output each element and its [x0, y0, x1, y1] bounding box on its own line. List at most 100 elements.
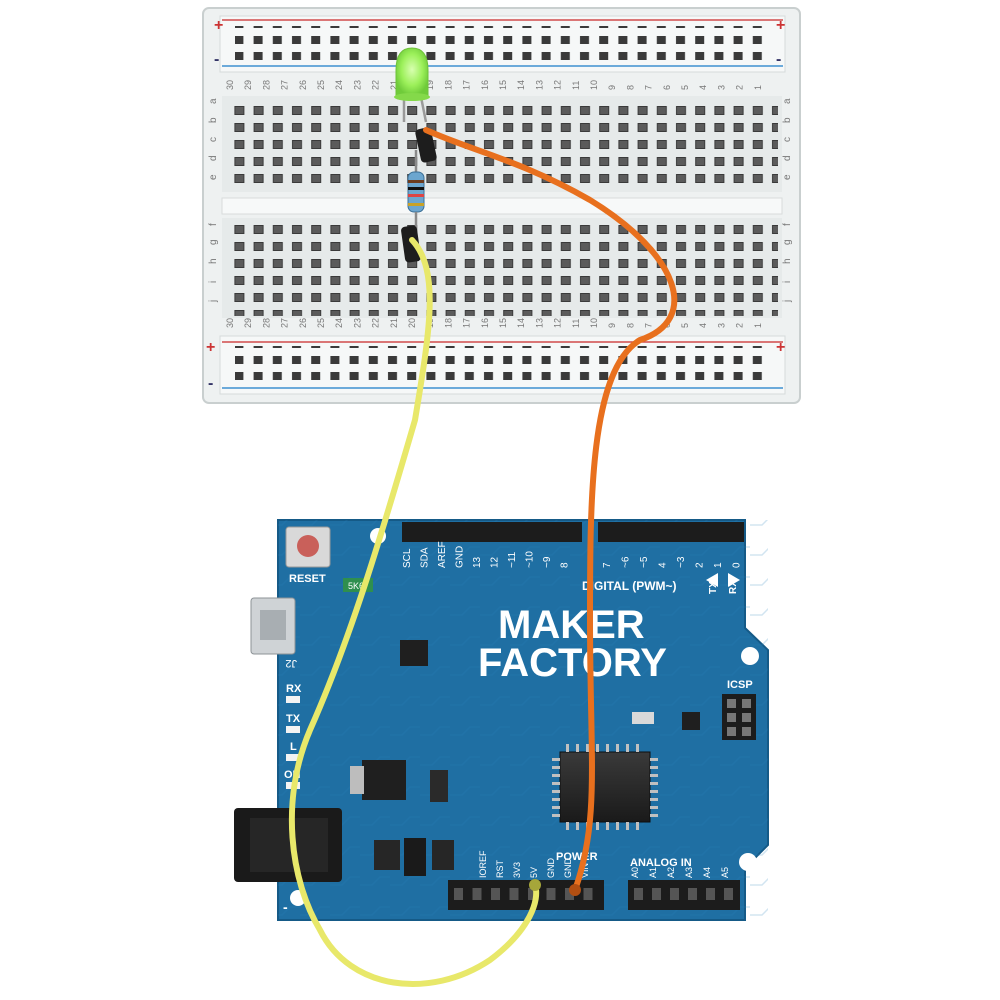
row-number-top: 4: [698, 85, 708, 90]
l-label: L: [290, 741, 297, 753]
row-number-top: 25: [316, 80, 326, 90]
row-number-top: 22: [371, 80, 381, 90]
row-number-top: 19: [425, 80, 435, 90]
power-pin-label: 3V3: [512, 862, 522, 878]
chip-pin: [576, 822, 579, 830]
row-number-top: 29: [243, 80, 253, 90]
digital-pin-label: 13: [472, 556, 483, 568]
digital-pin-label: ~6: [621, 556, 632, 568]
header-hole: [583, 888, 593, 900]
chip-pin: [636, 744, 639, 752]
power-pin-label: GND: [563, 858, 573, 879]
tx-label: TX: [286, 713, 301, 725]
l-led: [286, 754, 300, 761]
capacitor: [374, 840, 400, 870]
row-letter-top-right: d: [782, 155, 793, 161]
row-letter-top-left: d: [208, 155, 219, 161]
reset-button[interactable]: [285, 526, 331, 568]
row-number-bottom: 22: [371, 318, 381, 328]
top-power-rail: + + - -: [214, 15, 786, 73]
digital-pin-label: 1: [713, 562, 724, 568]
chip-pin: [650, 774, 658, 777]
header-hole: [565, 888, 574, 900]
rail-plus-label-bottom: +: [206, 339, 215, 356]
row-letter-bottom-left: i: [208, 281, 219, 283]
row-number-bottom: 20: [407, 318, 417, 328]
row-number-top: 13: [534, 80, 544, 90]
capacitor: [404, 838, 426, 876]
power-pin-label: RST: [495, 859, 505, 878]
chip-pin: [566, 822, 569, 830]
analog-pin-label: A3: [684, 867, 694, 878]
power-jack: [234, 808, 342, 882]
chip-pin: [576, 744, 579, 752]
row-number-top: 10: [589, 80, 599, 90]
row-letter-bottom-left: j: [208, 300, 219, 303]
analog-pin-label: A1: [648, 867, 658, 878]
row-letter-bottom-right: h: [782, 258, 793, 264]
chip-pin: [552, 798, 560, 801]
led: [394, 47, 430, 123]
row-number-top: 5: [680, 85, 690, 90]
row-letter-top-right: b: [782, 117, 793, 123]
analog-pin-label: A4: [702, 867, 712, 878]
row-number-bottom: 5: [680, 323, 690, 328]
chip-pin: [552, 758, 560, 761]
orange-wire-end: [569, 884, 581, 896]
header-hole: [706, 888, 715, 900]
row-number-bottom: 26: [298, 318, 308, 328]
row-number-top: 1: [753, 85, 763, 90]
analog-pin-label: A0: [630, 867, 640, 878]
rx-label: RX: [286, 683, 302, 695]
row-number-bottom: 14: [516, 318, 526, 328]
tx-arrow-label: TX: [708, 581, 719, 594]
row-number-bottom: 15: [498, 318, 508, 328]
row-number-bottom: 18: [443, 318, 453, 328]
rail-plus-label: +: [214, 17, 223, 34]
usb-port: [250, 597, 296, 655]
rail-minus-label-bottom: -: [208, 375, 213, 392]
chip-pin: [552, 782, 560, 785]
chip-pin: [566, 744, 569, 752]
power-pin-label: IOREF: [478, 850, 488, 878]
row-number-top: 12: [553, 80, 563, 90]
row-number-top: 27: [280, 80, 290, 90]
plus-polarity-symbol: +: [258, 899, 266, 915]
row-number-bottom: 4: [698, 323, 708, 328]
voltage-regulator: [362, 760, 406, 800]
row-number-bottom: 25: [316, 318, 326, 328]
reset-label: RESET: [289, 573, 326, 585]
digital-pin-label: 7: [602, 562, 613, 568]
chip-pin: [552, 790, 560, 793]
row-letter-top-left: e: [208, 174, 219, 180]
row-number-bottom: 12: [553, 318, 563, 328]
row-letter-top-right: e: [782, 174, 793, 180]
resistor: [407, 150, 425, 232]
logo-line2: FACTORY: [478, 641, 667, 685]
header-hole: [509, 888, 519, 900]
power-pin-label: 5V: [529, 867, 539, 878]
fuse-label: 5K6: [348, 581, 364, 591]
row-number-bottom: 16: [480, 318, 490, 328]
row-number-bottom: 13: [534, 318, 544, 328]
orange-wire-plug: [415, 127, 437, 163]
row-number-top: 3: [716, 85, 726, 90]
row-number-top: 7: [644, 85, 654, 90]
chip-pin: [626, 744, 629, 752]
crystal: [632, 712, 654, 724]
row-number-bottom: 21: [389, 318, 399, 328]
chip-pin: [650, 814, 658, 817]
chip-pin: [606, 744, 609, 752]
rail-minus-label: -: [214, 51, 219, 68]
digital-pin-label: 2: [695, 562, 706, 568]
center-channel: [221, 197, 783, 215]
row-number-top: 16: [480, 80, 490, 90]
chip-pin: [616, 744, 619, 752]
chip-pin: [650, 766, 658, 769]
row-number-bottom: 8: [625, 323, 635, 328]
row-number-bottom: 24: [334, 318, 344, 328]
row-letter-top-right: c: [782, 137, 793, 142]
